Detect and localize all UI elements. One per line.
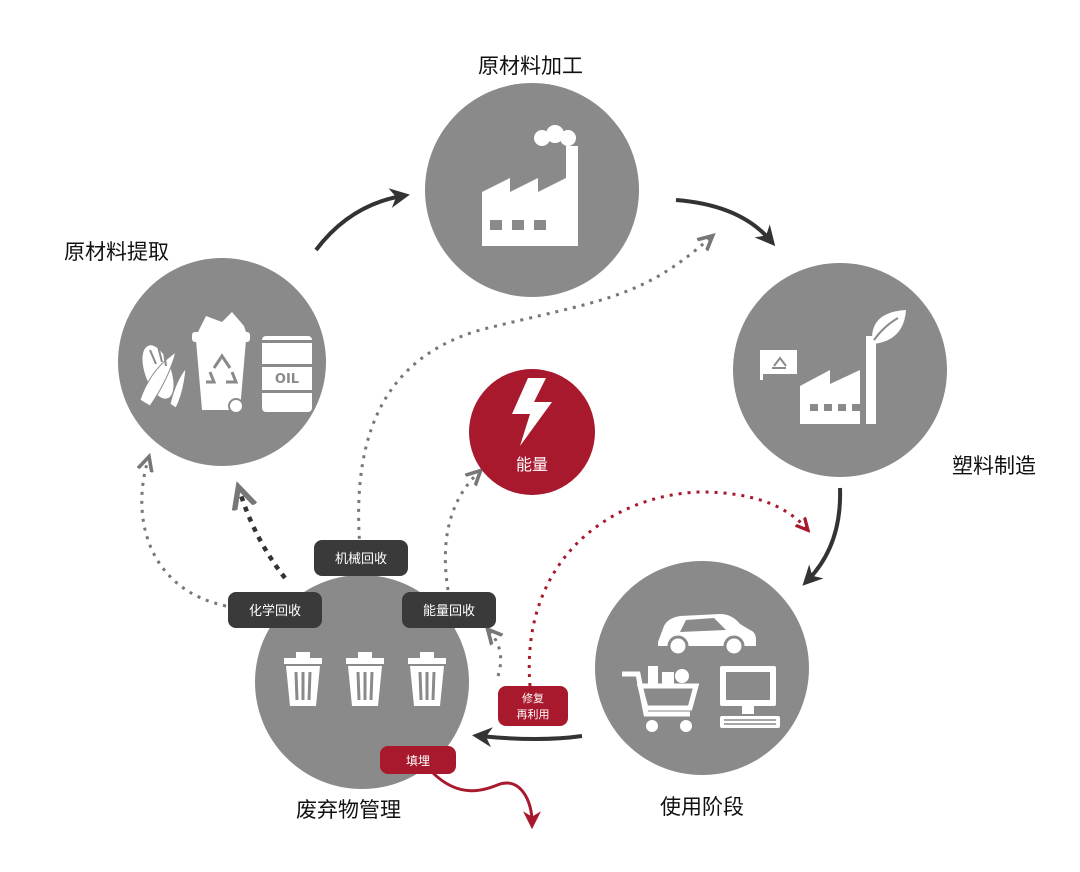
landfill-label: 填埋 bbox=[406, 754, 430, 768]
chemical-recycling-label: 化学回收 bbox=[249, 603, 301, 619]
oil-drum-text: OIL bbox=[275, 372, 299, 387]
lightning-icon bbox=[512, 378, 552, 446]
reuse-to-waste-flow bbox=[490, 632, 501, 677]
cycle-arrow-extraction-to-processing bbox=[314, 188, 410, 252]
repair-reuse-pill: 修复 再利用 bbox=[498, 686, 568, 726]
repair-reuse-label-line1: 修复 bbox=[522, 691, 544, 705]
chemical-recycling-flow bbox=[142, 460, 227, 608]
shopping-cart-icon bbox=[622, 666, 700, 732]
oil-drum-icon: OIL bbox=[262, 336, 312, 412]
energy-recovery-pill: 能量回收 bbox=[402, 592, 496, 628]
recycle-bin-icon bbox=[192, 312, 250, 414]
mechanical-recycling-pill: 机械回收 bbox=[314, 540, 408, 576]
manufacturing-label: 塑料制造 bbox=[952, 454, 1036, 478]
recycle-flag-icon bbox=[760, 350, 797, 380]
computer-icon bbox=[720, 666, 780, 728]
cycle-arrow-manufacturing-to-use bbox=[802, 487, 843, 586]
landfill-pill: 填埋 bbox=[380, 746, 456, 774]
trash-can-icon bbox=[408, 652, 446, 706]
use-circle bbox=[595, 561, 809, 775]
processing-label: 原材料加工 bbox=[478, 54, 583, 78]
repair-reuse-label-line2: 再利用 bbox=[517, 708, 550, 721]
factory-icon bbox=[482, 125, 578, 246]
trash-can-icon bbox=[284, 652, 322, 706]
mechanical-recycling-label: 机械回收 bbox=[335, 552, 387, 567]
energy-recovery-flow bbox=[443, 473, 478, 591]
corn-icon bbox=[139, 345, 187, 409]
use-label: 使用阶段 bbox=[660, 795, 744, 819]
energy-circle bbox=[469, 369, 595, 495]
leaf-icon bbox=[872, 310, 906, 344]
waste-label: 废弃物管理 bbox=[296, 798, 401, 822]
trash-can-icon bbox=[346, 652, 384, 706]
energy-label: 能量 bbox=[516, 455, 548, 474]
landfill-flow bbox=[430, 770, 541, 830]
chemical-recycling-pill: 化学回收 bbox=[228, 592, 322, 628]
energy-recovery-label: 能量回收 bbox=[423, 604, 475, 619]
car-icon bbox=[658, 614, 756, 657]
eco-factory-icon bbox=[800, 336, 876, 424]
extraction-label: 原材料提取 bbox=[64, 240, 169, 264]
recycle-symbol-icon bbox=[206, 353, 239, 384]
mechanical-recycling-flow bbox=[357, 238, 710, 549]
cycle-arrow-processing-to-manufacturing bbox=[675, 198, 776, 247]
cycle-arrow-use-to-waste bbox=[472, 727, 583, 748]
waste-to-extraction-flow bbox=[240, 492, 287, 580]
repair-reuse-flow bbox=[527, 490, 806, 687]
